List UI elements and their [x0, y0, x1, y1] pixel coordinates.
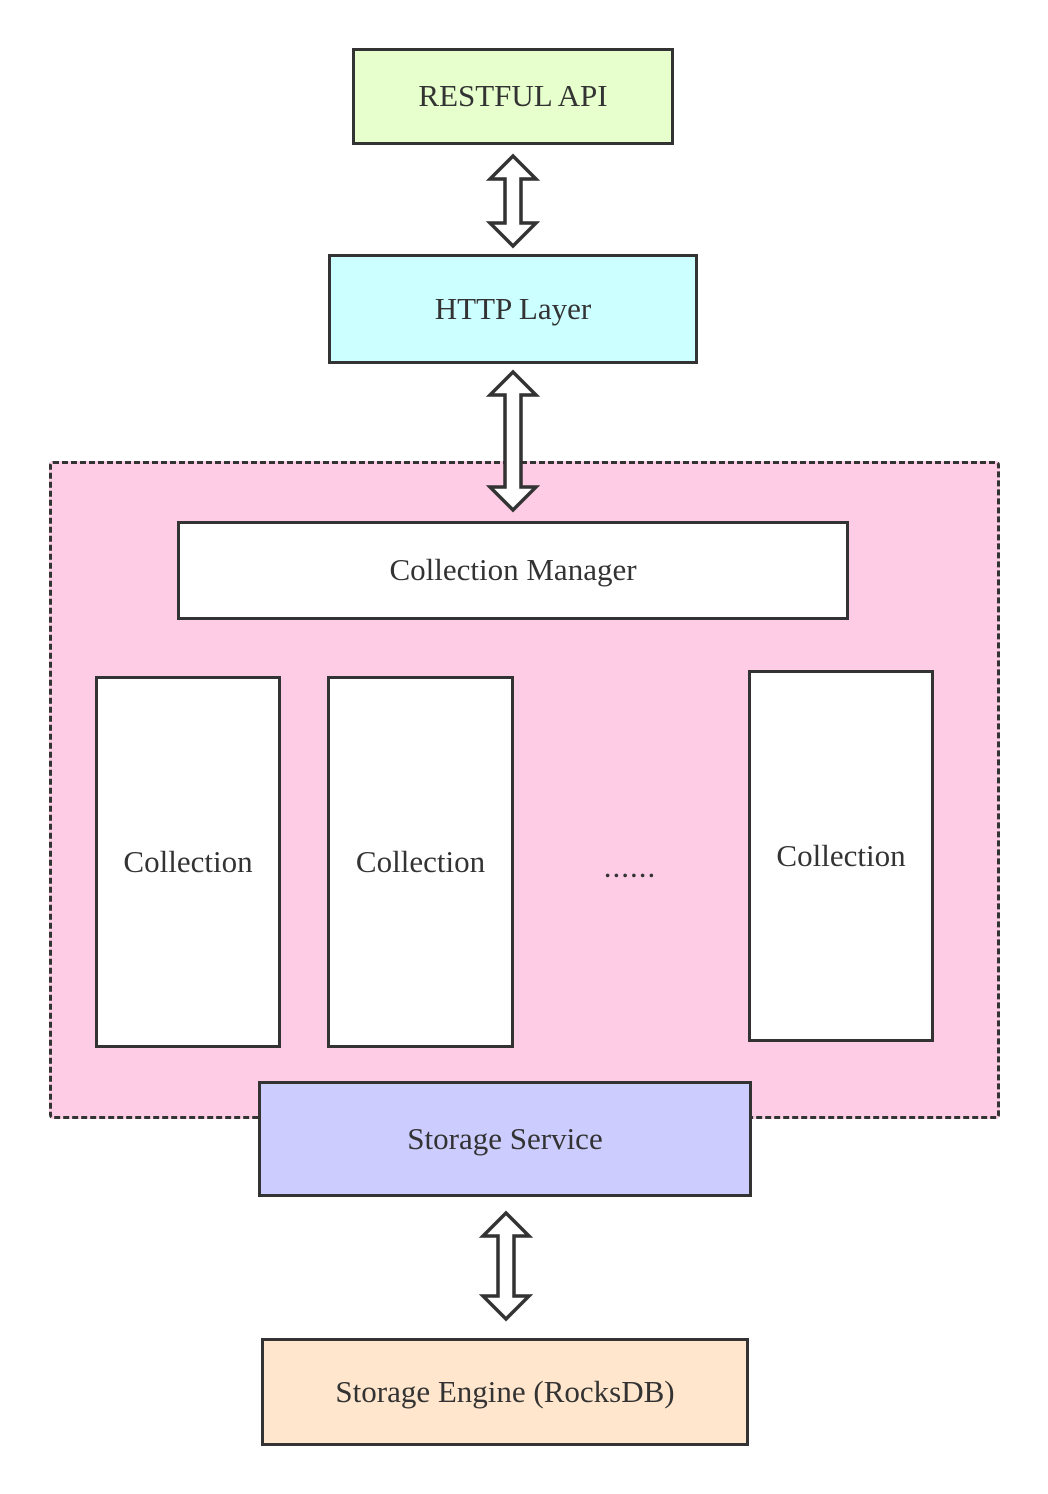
service-engine-arrow-shape [478, 1210, 534, 1322]
http-manager-arrow-shape [485, 369, 541, 513]
http-layer-node: HTTP Layer [328, 254, 698, 364]
collection-manager-node: Collection Manager [177, 521, 849, 620]
collection-manager-label: Collection Manager [389, 552, 637, 588]
collection-label-2: Collection [355, 843, 486, 879]
collection-label-1: Collection [123, 843, 253, 879]
http-layer-label: HTTP Layer [434, 290, 592, 326]
collection-node-2: Collection [327, 676, 514, 1048]
collection-label-3: Collection [776, 837, 906, 873]
api-http-arrow-shape [485, 153, 541, 249]
storage-service-node: Storage Service [258, 1081, 752, 1197]
storage-engine-label: Storage Engine (RocksDB) [335, 1373, 675, 1409]
service-engine-double-arrow [478, 1210, 534, 1322]
collection-node-3: Collection [748, 670, 934, 1042]
collection-node-1: Collection [95, 676, 281, 1048]
storage-service-label: Storage Service [407, 1120, 603, 1156]
restful-api-node: RESTFUL API [352, 48, 674, 145]
storage-engine-node: Storage Engine (RocksDB) [261, 1338, 749, 1446]
api-http-double-arrow [485, 153, 541, 249]
collection-ellipsis: ...... [603, 849, 657, 884]
http-manager-double-arrow [485, 369, 541, 513]
restful-api-label: RESTFUL API [418, 78, 608, 114]
